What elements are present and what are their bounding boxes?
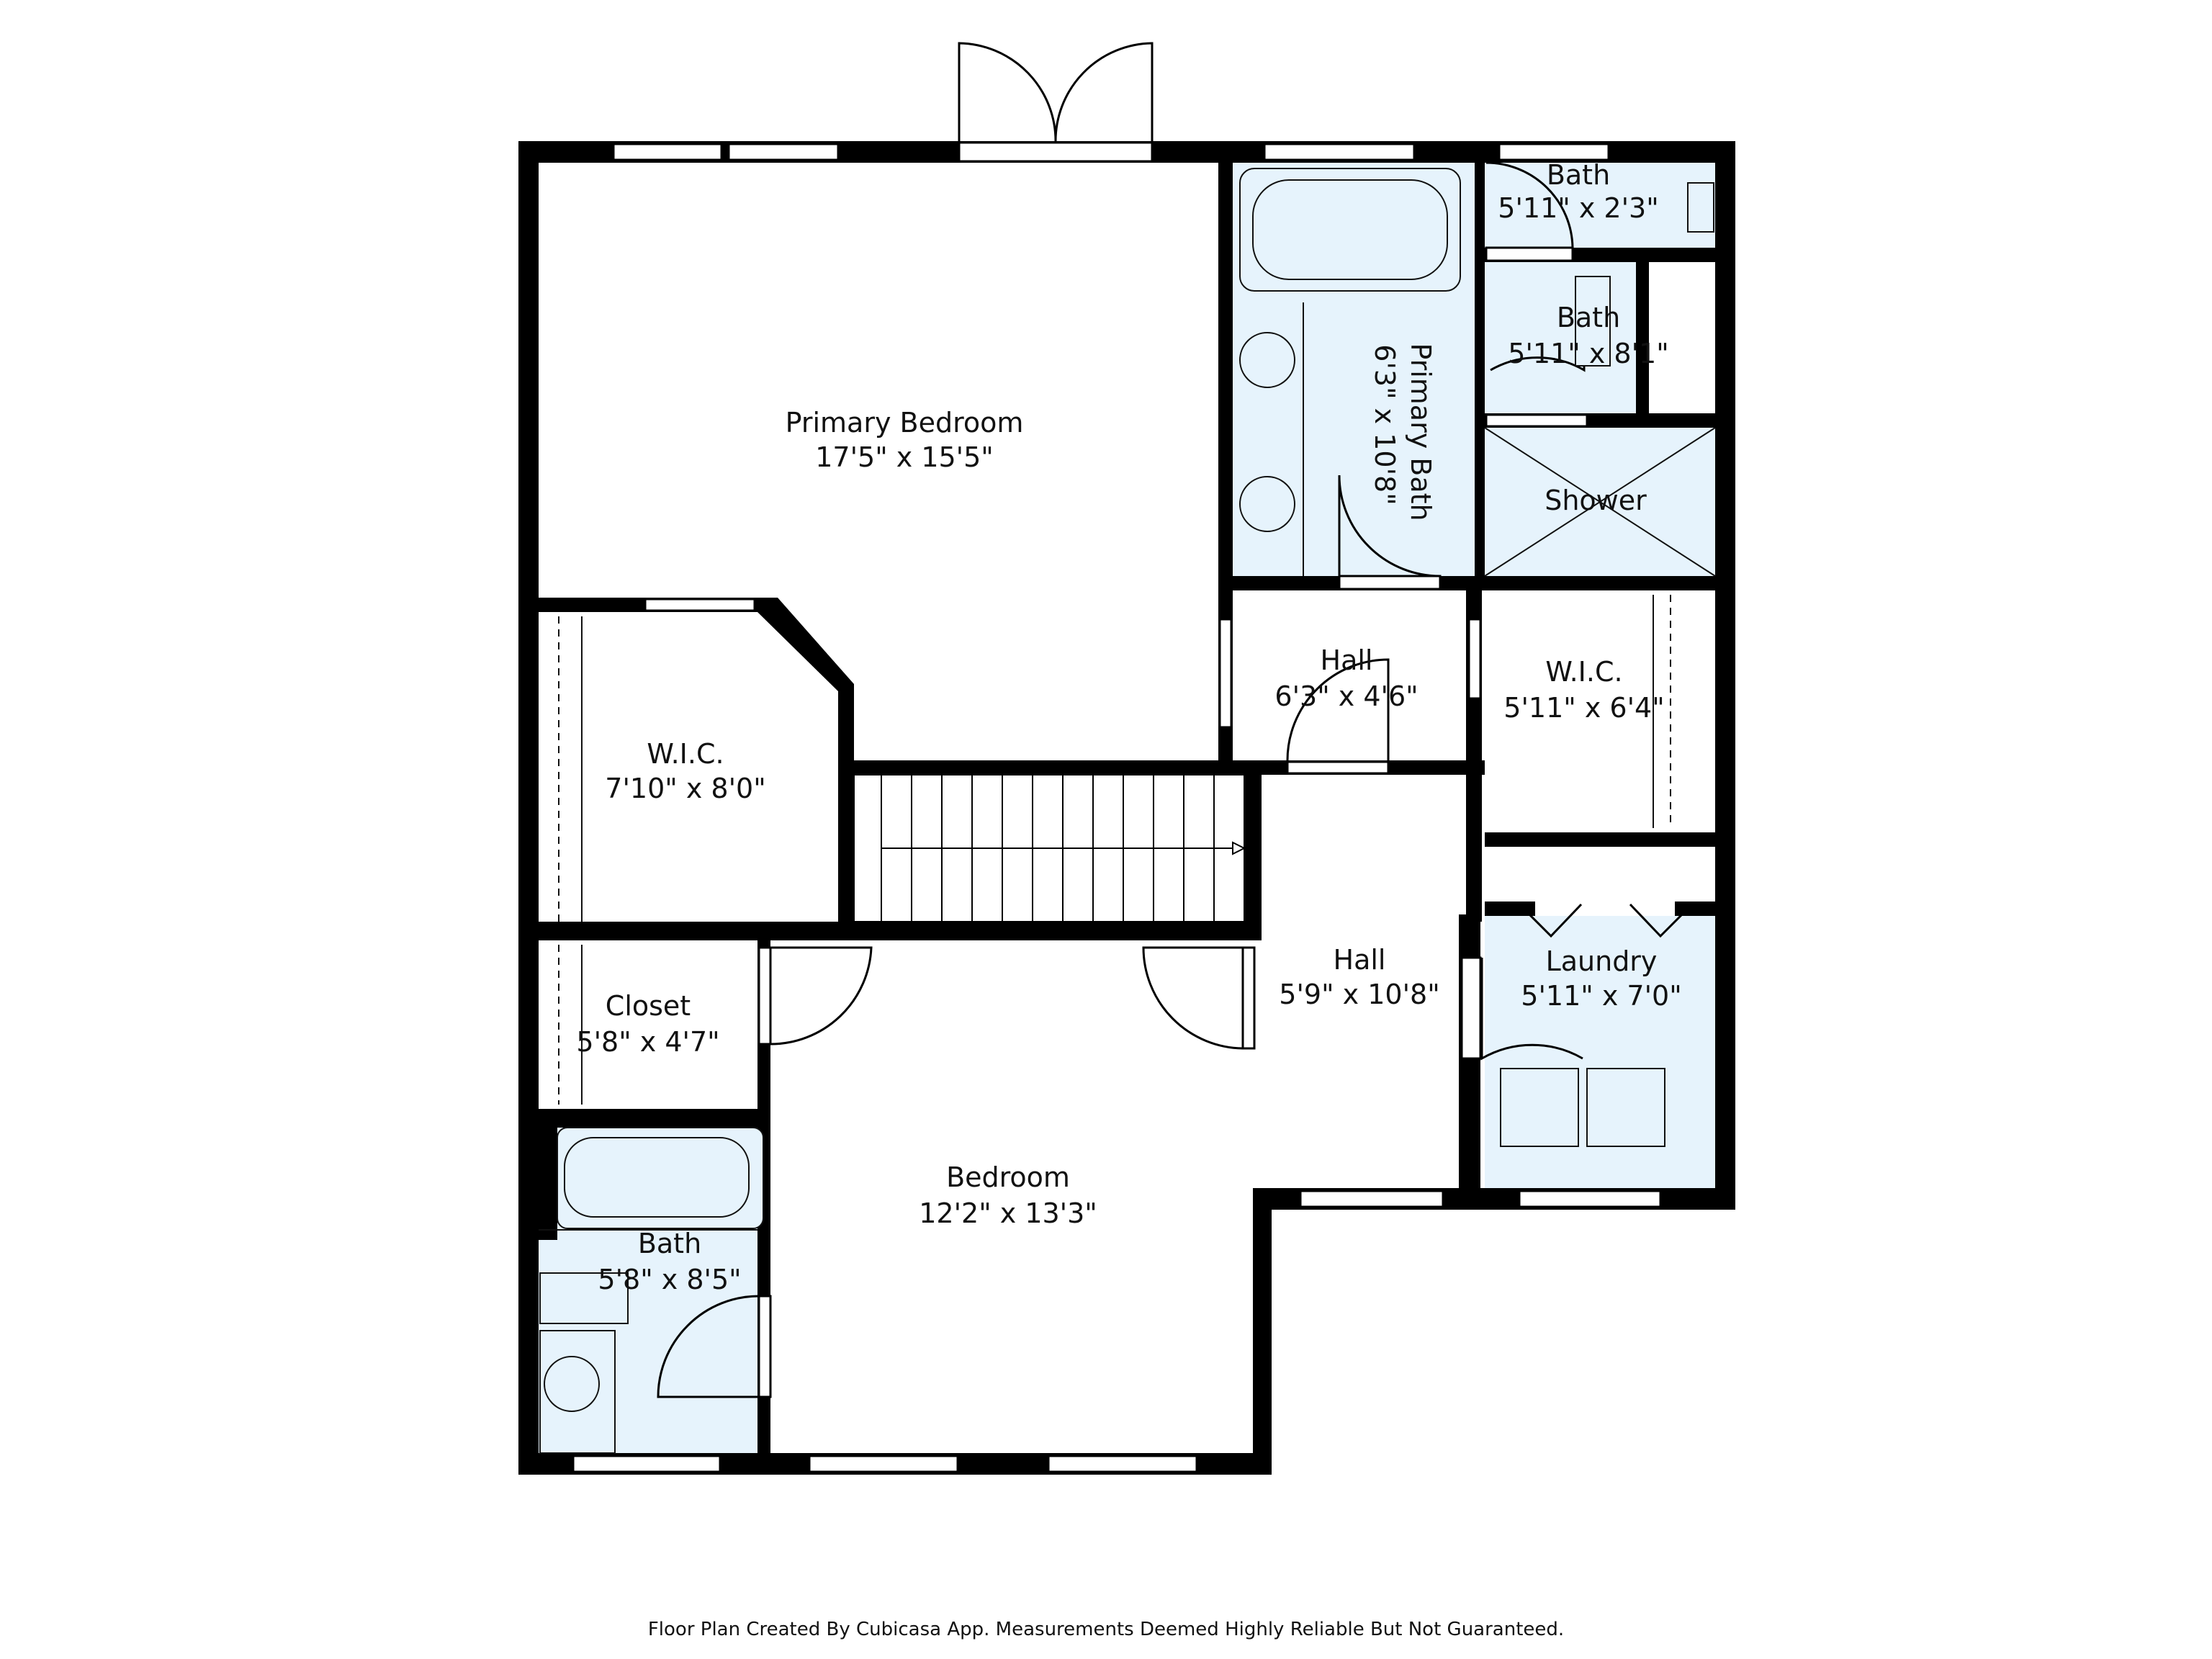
door-swing: [1490, 276, 1586, 372]
wic-right-size: 5'11" x 6'4": [1503, 692, 1664, 724]
washer: [1500, 1068, 1579, 1147]
bath-top-name: Bath: [1547, 159, 1610, 191]
fixtures: [539, 168, 1716, 1454]
shower-name: Shower: [1545, 485, 1647, 516]
wic-left-size: 7'10" x 8'0": [605, 773, 765, 804]
wic-right-name: W.I.C.: [1545, 656, 1622, 688]
wall-wic-left-diagonal: [757, 598, 854, 929]
door-swing: [1485, 161, 1574, 248]
door-opening: [757, 946, 772, 1046]
door-swing: [1142, 946, 1244, 1050]
door-opening: [644, 598, 756, 612]
bath-top-area: [1485, 163, 1715, 248]
bedroom-name: Bedroom: [946, 1161, 1070, 1193]
toilet: [539, 1272, 629, 1324]
primary-bedroom-size: 17'5" x 15'5": [815, 441, 994, 473]
laundry-area: [1485, 916, 1715, 1188]
closet-name: Closet: [606, 990, 691, 1022]
window: [808, 1455, 959, 1473]
wall-wic-left-bottom: [539, 922, 1262, 940]
sink: [1239, 332, 1295, 388]
window: [1299, 1190, 1444, 1208]
hall-lower-size: 5'9" x 10'8": [1279, 979, 1439, 1010]
primary-tub-basin: [1252, 179, 1448, 280]
laundry-size: 5'11" x 7'0": [1521, 980, 1681, 1012]
wall-laundry-top-right: [1675, 902, 1715, 916]
hall-upper-size: 6'3" x 4'6": [1274, 680, 1418, 712]
french-door-left-swing: [958, 42, 1057, 143]
sink: [544, 1356, 600, 1412]
bath-top-size: 5'11" x 2'3": [1498, 192, 1658, 224]
outer-wall-left: [518, 141, 539, 1475]
door-opening: [757, 1295, 772, 1398]
door-opening: [1286, 760, 1390, 775]
wall-bath-bottom-left: [539, 1128, 557, 1240]
door-swing: [770, 946, 873, 1046]
wall-primary-bath-left: [1218, 163, 1233, 763]
window: [1518, 1190, 1662, 1208]
bath-bottom-tub-basin: [564, 1137, 750, 1218]
window: [612, 143, 723, 161]
door-opening: [1460, 956, 1482, 1060]
bedroom-size: 12'2" x 13'3": [919, 1197, 1097, 1229]
dryer: [1586, 1068, 1665, 1147]
door-swing: [1338, 475, 1441, 577]
window: [1263, 143, 1416, 161]
wall-laundry-top-left: [1485, 902, 1535, 916]
wall-primary-bedroom-bottom: [854, 760, 1233, 775]
door-swing: [1480, 958, 1583, 1061]
room-labels: Primary Bedroom 17'5" x 15'5" Primary Ba…: [576, 159, 1681, 1295]
french-door-opening: [958, 141, 1154, 163]
shower-cross: [1484, 427, 1716, 577]
doors: [644, 42, 1694, 1398]
wall-bath-mid-right: [1636, 262, 1649, 428]
window: [1047, 1455, 1198, 1473]
sink: [1239, 476, 1295, 532]
primary-bath-name: Primary Bath: [1405, 343, 1437, 521]
hall-upper-name: Hall: [1321, 644, 1373, 676]
door-opening: [1485, 246, 1574, 262]
outer-wall-right: [1715, 141, 1735, 1210]
wall-hall-lower-left: [1244, 775, 1262, 933]
toilet: [1687, 182, 1714, 233]
door-opening: [1338, 575, 1442, 590]
bath-bottom-size: 5'8" x 8'5": [598, 1264, 741, 1295]
door-opening: [1467, 618, 1482, 700]
bath-mid-name: Bath: [1557, 302, 1620, 333]
outer-wall-right-lower: [1253, 1188, 1272, 1475]
door-opening: [1485, 413, 1588, 428]
bifold-door: [1518, 903, 1694, 938]
french-door-right-swing: [1054, 42, 1154, 143]
footer-disclaimer: Floor Plan Created By Cubicasa App. Meas…: [647, 1619, 1565, 1640]
door-opening: [1241, 946, 1256, 1050]
window: [572, 1455, 721, 1473]
window: [727, 143, 840, 161]
primary-bath-size: 6'3" x 10'8": [1369, 344, 1401, 505]
bath-mid-size: 5'11" x 8'1": [1508, 338, 1668, 369]
wall-wic-right-bottom: [1485, 832, 1715, 847]
closet-size: 5'8" x 4'7": [576, 1026, 719, 1058]
primary-bedroom-name: Primary Bedroom: [786, 407, 1024, 439]
hall-lower-name: Hall: [1334, 944, 1386, 976]
window: [1498, 143, 1610, 161]
stair-arrow: [1232, 841, 1246, 855]
bath-bottom-name: Bath: [638, 1228, 701, 1259]
laundry-name: Laundry: [1546, 945, 1658, 977]
wic-left-name: W.I.C.: [647, 738, 724, 770]
door-opening: [1218, 618, 1233, 729]
door-swing: [1286, 658, 1390, 761]
wall-closet-bottom: [539, 1109, 757, 1128]
wall-primary-bath-right: [1475, 141, 1485, 590]
door-swing: [657, 1295, 760, 1398]
toilet: [1575, 276, 1611, 367]
windows: [572, 143, 1662, 1473]
stairs: [853, 774, 1246, 922]
